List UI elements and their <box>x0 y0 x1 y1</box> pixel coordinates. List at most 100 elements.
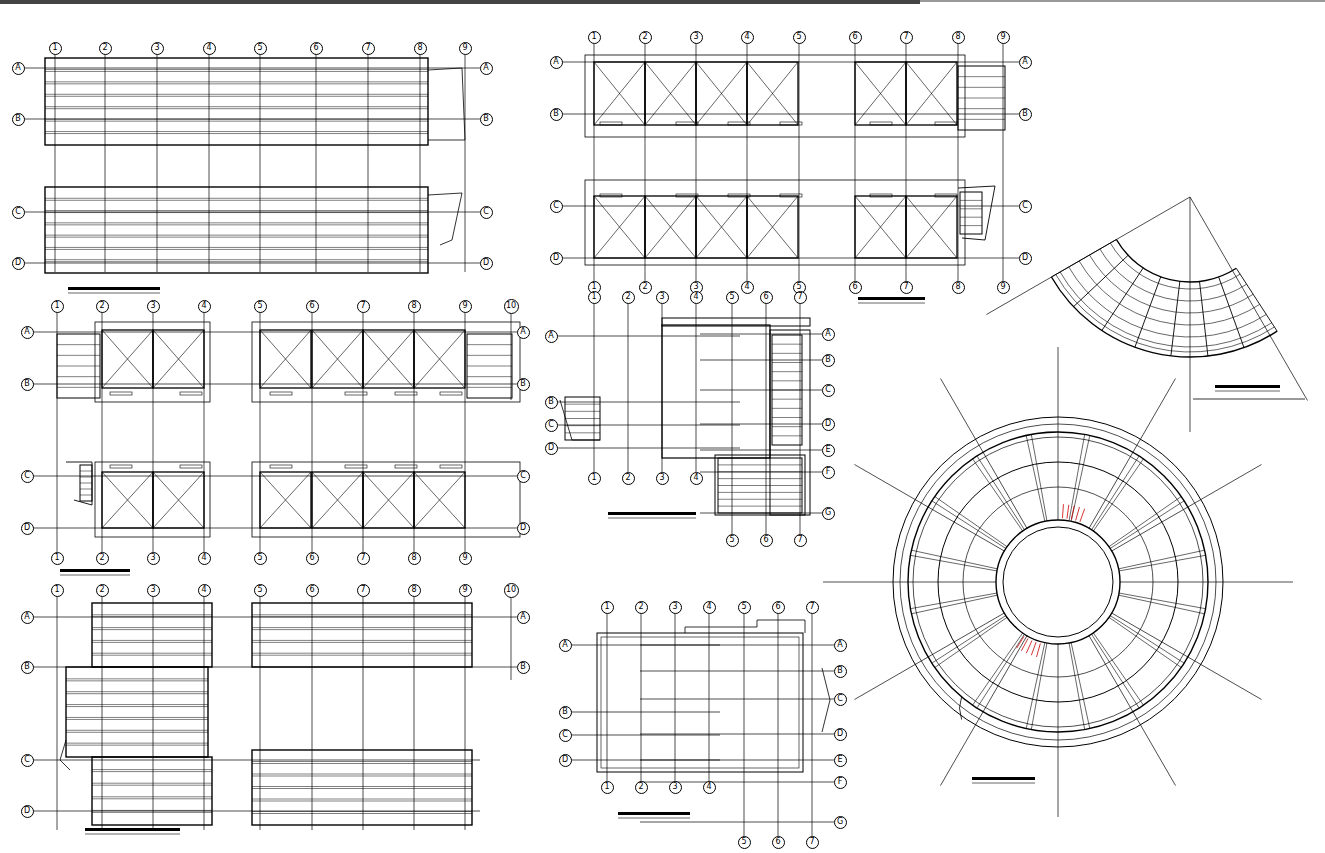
stair-tread <box>772 353 802 354</box>
grid-label: 3 <box>150 554 155 562</box>
radial-axis <box>1120 582 1293 583</box>
grid-label: 9 <box>462 302 467 310</box>
stair-mark <box>1031 642 1036 655</box>
grid-label: 3 <box>693 33 698 41</box>
radial-axis <box>1089 378 1176 528</box>
grid-label: 7 <box>809 603 814 611</box>
x-brace <box>153 330 204 388</box>
grid-line <box>153 596 154 830</box>
grid-line <box>709 613 710 781</box>
grid-line <box>204 596 205 830</box>
grid-bubble: C <box>21 754 34 767</box>
grid-label: 2 <box>625 293 630 301</box>
x-brace <box>855 62 906 125</box>
grid-label: 3 <box>672 603 677 611</box>
purlin <box>252 799 472 800</box>
beam-mark <box>600 122 622 125</box>
stair-tread <box>772 380 802 381</box>
grid-bubble: 2 <box>639 31 652 44</box>
grid-bubble: C <box>517 470 530 483</box>
purlin <box>66 743 208 744</box>
grid-bubble: D <box>480 257 493 270</box>
title-bar <box>60 569 130 572</box>
grid-label: B <box>24 663 30 671</box>
stair-tread <box>718 471 802 472</box>
slab-outline <box>770 330 810 515</box>
radial-beam <box>910 593 997 609</box>
stair-tread <box>57 344 100 345</box>
slab-bay <box>594 196 645 258</box>
grid-label: 8 <box>411 302 416 310</box>
grid-label: 3 <box>693 283 698 291</box>
grid-line <box>641 613 642 781</box>
purlin <box>45 198 428 199</box>
grid-label: 1 <box>591 474 596 482</box>
slab-outline <box>252 322 520 402</box>
grid-label: 9 <box>462 554 467 562</box>
slab-bay <box>855 196 906 258</box>
slab-bay <box>645 196 696 258</box>
grid-line <box>55 54 56 272</box>
grid-line <box>511 596 512 680</box>
roof-extension <box>428 68 465 140</box>
grid-label: D <box>483 259 489 267</box>
title-underline <box>60 575 130 576</box>
title-bar <box>1215 385 1280 388</box>
stair-tread <box>958 76 1005 77</box>
grid-bubble: B <box>545 396 558 409</box>
slab-outline <box>585 180 965 265</box>
stair-tread <box>565 404 600 405</box>
ring-beam <box>996 520 1120 644</box>
grid-label: C <box>562 731 568 739</box>
title-underline <box>85 834 180 835</box>
outline <box>959 697 961 720</box>
grid-line <box>700 390 822 391</box>
grid-bubble: 3 <box>690 31 703 44</box>
radial-beam <box>1071 435 1090 521</box>
purlin <box>45 224 428 225</box>
stair-outline <box>57 334 100 398</box>
beam-mark <box>600 194 622 197</box>
beam-mark <box>110 465 132 468</box>
purlin <box>92 783 212 784</box>
grid-bubble: 9 <box>459 300 472 313</box>
radial-axis <box>1112 465 1262 552</box>
grid-label: B <box>825 356 831 364</box>
grid-bubble: 7 <box>794 534 807 547</box>
title-underline <box>1193 399 1305 400</box>
slab-bay <box>414 472 465 528</box>
grid-bubble: 5 <box>726 291 739 304</box>
grid-line <box>675 613 676 781</box>
grid-label: 4 <box>201 586 206 594</box>
purlin <box>45 96 428 97</box>
beam-mark <box>935 194 957 197</box>
grid-bubble: A <box>21 611 34 624</box>
x-brace <box>594 196 645 258</box>
grid-bubble: 1 <box>588 31 601 44</box>
grid-line <box>316 54 317 272</box>
stair-tread <box>718 464 802 465</box>
grid-line <box>24 263 480 264</box>
stair-tread <box>80 471 92 472</box>
grid-bubble: 6 <box>306 300 319 313</box>
stair-tread <box>467 344 512 345</box>
grid-bubble: D <box>550 252 563 265</box>
grid-bubble: 2 <box>96 552 109 565</box>
purlin <box>45 71 428 72</box>
radial-beam <box>1026 643 1045 729</box>
purlin <box>45 83 428 84</box>
beam-mark <box>870 122 892 125</box>
purlin <box>92 616 212 617</box>
purlin <box>92 653 212 654</box>
grid-bubble: 6 <box>760 534 773 547</box>
grid-line <box>607 613 608 781</box>
radial-beam <box>1069 434 1085 521</box>
stair-tread <box>772 399 802 400</box>
grid-label: 1 <box>54 302 59 310</box>
purlin <box>92 655 212 656</box>
grid-bubble: 9 <box>459 584 472 597</box>
purlin <box>45 121 428 122</box>
grid-line <box>33 617 517 618</box>
stair-tread <box>467 355 512 356</box>
